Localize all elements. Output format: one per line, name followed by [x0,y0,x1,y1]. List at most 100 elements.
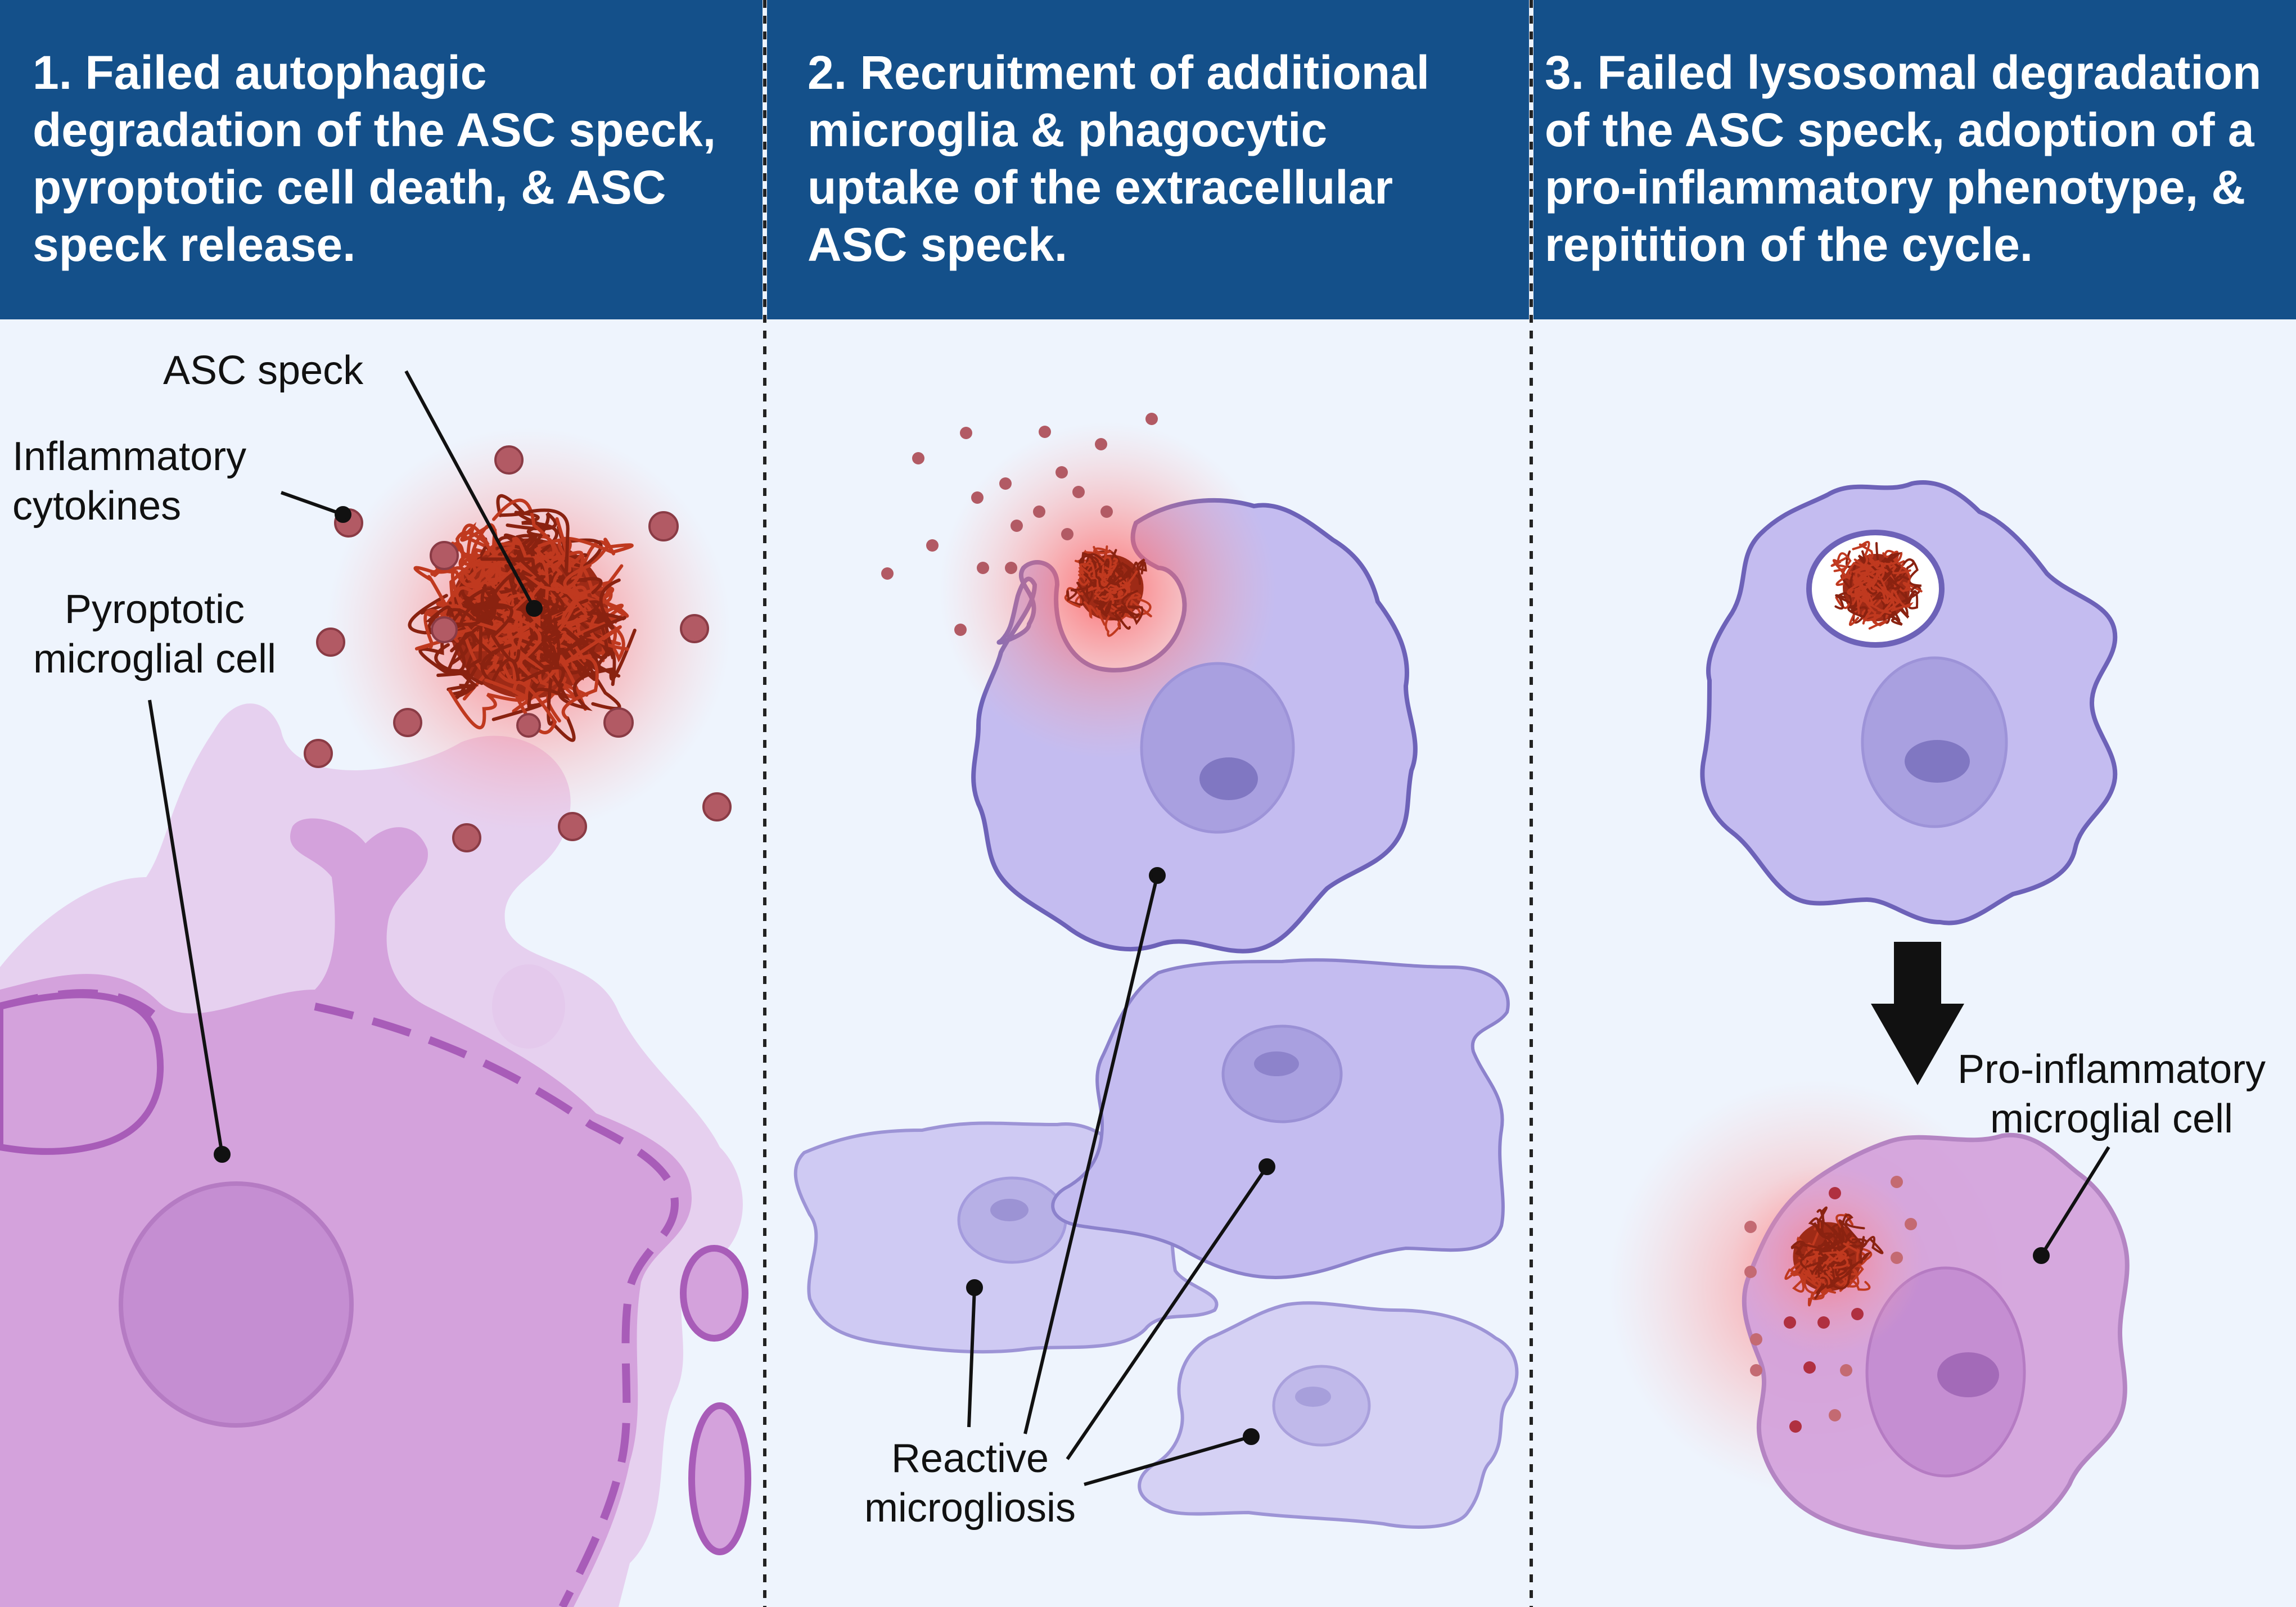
cytokine-leader-dot [335,506,351,523]
speck-fiber [1076,578,1098,601]
inflammatory-cytokines [881,413,1158,636]
panel-dividers [763,0,1533,1607]
reactive-microgliosis-label: Reactive microgliosis [829,1434,1111,1533]
cytokine [304,739,333,768]
heading-line: degradation of the ASC speck, [33,103,716,156]
heading-line: ASC speck. [808,218,1068,271]
panel-3-heading: 3. Failed lysosomal degradation of the A… [1533,0,2296,319]
speck-fiber [1825,1245,1850,1265]
speck-fiber [1859,560,1880,588]
heading-line: pro-inflammatory phenotype, & [1545,161,2246,214]
speck-fiber [486,536,549,603]
asc-speck-leader-dot [526,600,543,617]
cytokine [1095,438,1107,450]
cytokine [1817,1316,1830,1329]
cytokine [1891,1176,1903,1188]
label-line: microgliosis [864,1486,1076,1531]
heading-line: 1. Failed autophagic [33,46,487,99]
cytokine [430,541,459,570]
microglia-nucleolus [1905,740,1970,783]
cytokine [702,792,732,821]
cytokine [1829,1187,1841,1199]
speck-fiber [448,688,525,730]
speck-fiber [1098,556,1117,594]
panel-3-illustration [1608,480,2130,1550]
heading-line: speck release. [33,218,356,271]
speck-fiber [587,578,621,631]
cytokine [1145,413,1158,425]
speck-fiber [1110,562,1131,586]
heading-line: 2. Recruitment of additional [808,46,1430,99]
label-line: Pyroptotic [64,587,245,632]
asc-speck-label: ASC speck [163,346,363,395]
cytokine [452,823,481,852]
cytokine [1803,1361,1816,1374]
speck-fiber [1803,1271,1825,1301]
cytokine [881,567,894,580]
cell-lobe [0,991,164,1155]
cytokine [1905,1218,1917,1230]
inflammatory-cytokines [304,445,732,852]
speck-fiber [413,552,455,608]
cytokine [431,616,458,643]
cytokine [1033,505,1045,518]
speck-fiber [1847,593,1868,619]
cytokine [1055,466,1068,479]
down-arrow [1871,942,1964,1085]
cytokine [680,614,709,643]
cytokine [1784,1316,1796,1329]
heading-line: repitition of the cycle. [1545,218,2033,271]
pro-inflammatory-leader-dot [2033,1247,2050,1264]
cell-fragment [680,1245,748,1342]
cytokine [516,713,541,738]
microglia-nucleolus [1254,1051,1299,1076]
cytokine [648,511,679,541]
cytokine [999,477,1012,490]
cytokine [1789,1420,1802,1433]
speck-fiber [1784,1268,1820,1294]
speck-fiber [415,609,459,651]
microglia-nucleus [1140,662,1295,834]
microgliosis-leader-line [967,1287,976,1428]
label-line: Pro-inflammatory [1957,1047,2266,1092]
speck-fiber [1844,1236,1871,1277]
speck-fiber [1834,1250,1856,1275]
heading-line: pyroptotic cell death, & ASC [33,161,666,214]
cytokine-leader-line [280,491,344,516]
speck-fiber [499,508,570,573]
speck-fiber [1093,600,1112,615]
microgliosis-leader-line [1066,1166,1269,1460]
panel-1-heading: 1. Failed autophagic degradation of the … [0,0,763,319]
speck-fiber [1857,552,1903,597]
speck-fiber [557,629,637,711]
speck-fiber [1841,1213,1865,1244]
microgliosis-leader-line [1084,1435,1252,1486]
cytokine [954,624,967,636]
speck-fiber [1848,603,1869,624]
asc-speck [1064,545,1152,637]
microgliosis-leader-dot [966,1279,983,1296]
speck-fiber [1826,1258,1852,1290]
pyroptotic-leader-dot [214,1146,231,1163]
pro-inflammatory-cell-label: Pro-inflammatory microglial cell [1937,1045,2286,1144]
cytokine [494,445,524,475]
label-line: microglial cell [33,637,277,681]
cytokine [912,452,924,464]
microglia-nucleolus [1937,1352,1999,1397]
cytokine [971,491,984,504]
speck-fiber [451,662,480,699]
heading-line: microglia & phagocytic [808,103,1328,156]
label-line: Reactive [891,1436,1049,1481]
heading-line: 3. Failed lysosomal degradation [1545,46,2262,99]
panel-2-illustration [793,413,1519,1529]
speck-fiber [485,568,521,663]
cytokine [1072,486,1085,498]
speck-fiber [497,610,542,662]
pyroptotic-leader-line [148,699,224,1155]
speck-fiber [480,557,565,637]
speck-fiber [1852,541,1870,573]
cell-fragment [492,964,565,1049]
speck-fiber [1833,552,1852,579]
asc-speck [408,494,637,742]
